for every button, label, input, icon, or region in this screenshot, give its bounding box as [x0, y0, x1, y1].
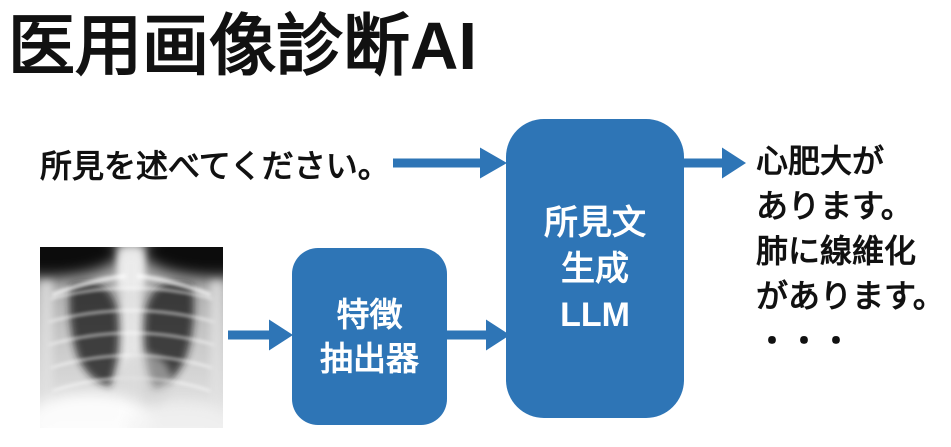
llm-label-line3: LLM [560, 295, 630, 334]
arrow-llm-to-output [684, 147, 746, 179]
output-line: 肺に線維化 [756, 233, 917, 269]
output-line: 心肥大が [756, 143, 885, 179]
output-line: ・・・ [756, 323, 853, 359]
chest-xray-image [0, 225, 291, 447]
feature-extractor-label-line2: 抽出器 [320, 339, 419, 377]
prompt-text: 所見を述べてください。 [40, 148, 390, 184]
output-text: 心肥大が あります。 肺に線維化 があります。 ・・・ [756, 139, 945, 364]
arrow-xray-to-feature-extractor [228, 319, 293, 351]
chest-xray-graphic [0, 225, 291, 447]
llm-label-line1: 所見文 [544, 203, 646, 242]
arrow-feature-extractor-to-llm [447, 319, 510, 351]
llm-label-line2: 生成 [561, 249, 629, 288]
slide-title: 医用画像診断AI [8, 9, 477, 84]
feature-extractor-box: 特徴 抽出器 [292, 248, 447, 425]
output-line: があります。 [756, 278, 945, 314]
llm-box: 所見文 生成 LLM [506, 119, 684, 418]
output-line: あります。 [756, 188, 913, 224]
arrow-prompt-to-llm [393, 147, 507, 179]
feature-extractor-label-line1: 特徴 [336, 295, 403, 333]
